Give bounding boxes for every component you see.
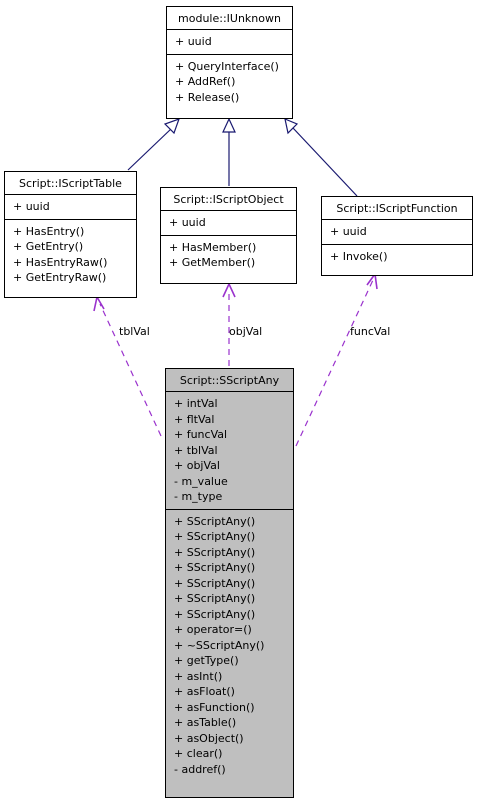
edge-funcval xyxy=(295,279,374,447)
method: + asFloat() xyxy=(174,685,235,698)
class-iunknown-methods: + QueryInterface() + AddRef() + Release(… xyxy=(167,55,292,110)
method: + asObject() xyxy=(174,731,244,745)
method: + SScriptAny() xyxy=(174,576,256,590)
method: + operator=() xyxy=(174,623,252,636)
class-iscriptobject: Script::IScriptObject + uuid + HasMember… xyxy=(160,187,297,284)
method: + Release() xyxy=(175,90,240,104)
edge-iscripttable-inherits-iunknown xyxy=(127,127,173,171)
method: + QueryInterface() xyxy=(175,59,279,73)
class-iunknown-attributes: + uuid xyxy=(167,30,292,55)
method: + asInt() xyxy=(174,669,223,683)
attribute: + uuid xyxy=(175,35,212,48)
class-iscripttable-methods: + HasEntry() + GetEntry() + HasEntryRaw(… xyxy=(5,220,136,290)
class-iunknown-name: module::IUnknown xyxy=(167,7,292,30)
inherit-arrowhead-middle xyxy=(222,117,236,133)
method: + HasEntryRaw() xyxy=(13,255,108,269)
class-sscriptany-attributes: + intVal + fltVal + funcVal + tblVal + o… xyxy=(166,392,293,510)
usage-arrowhead-tblval xyxy=(93,294,105,312)
class-iunknown: module::IUnknown + uuid + QueryInterface… xyxy=(166,6,293,119)
class-iscripttable-name: Script::IScriptTable xyxy=(5,172,136,195)
attribute: + uuid xyxy=(169,216,206,229)
method: + getType() xyxy=(174,654,239,667)
method: + SScriptAny() xyxy=(174,530,256,543)
class-iscriptobject-name: Script::IScriptObject xyxy=(161,188,296,211)
method: + SScriptAny() xyxy=(174,561,256,574)
edge-iscriptfunction-inherits-iunknown xyxy=(292,127,358,197)
class-sscriptany-name: Script::SScriptAny xyxy=(166,369,293,392)
method: + HasMember() xyxy=(169,240,257,254)
edge-label-funcval: funcVal xyxy=(350,325,391,338)
method: + Invoke() xyxy=(330,249,388,263)
class-sscriptany-methods: + SScriptAny() + SScriptAny() + SScriptA… xyxy=(166,510,293,782)
class-iscriptfunction-attributes: + uuid xyxy=(322,220,472,245)
method: + GetEntry() xyxy=(13,240,84,253)
method: + GetMember() xyxy=(169,256,256,269)
edge-label-tblval: tblVal xyxy=(119,325,150,338)
usage-arrowhead-objval xyxy=(222,282,236,298)
attribute: - m_type xyxy=(174,490,223,503)
method: + SScriptAny() xyxy=(174,592,256,605)
edge-label-objval: objVal xyxy=(229,325,263,338)
inheritance-edges xyxy=(127,117,358,197)
method: + asTable() xyxy=(174,716,237,729)
inherit-arrowhead-left xyxy=(163,118,180,135)
method: + SScriptAny() xyxy=(174,514,256,528)
method: + clear() xyxy=(174,747,223,760)
class-iscriptobject-attributes: + uuid xyxy=(161,211,296,236)
attribute: + uuid xyxy=(330,225,367,238)
method: + SScriptAny() xyxy=(174,607,256,621)
attribute: - m_value xyxy=(174,474,228,488)
edge-tblval xyxy=(99,303,162,437)
class-iscriptfunction: Script::IScriptFunction + uuid + Invoke(… xyxy=(321,196,473,276)
attribute: + tblVal xyxy=(174,443,218,457)
method: + ~SScriptAny() xyxy=(174,638,265,652)
attribute: + objVal xyxy=(174,459,220,472)
attribute: + uuid xyxy=(13,200,50,213)
class-iscriptobject-methods: + HasMember() + GetMember() xyxy=(161,236,296,275)
attribute: + funcVal xyxy=(174,428,228,441)
method: + SScriptAny() xyxy=(174,545,256,559)
method: + HasEntry() xyxy=(13,224,85,238)
attribute: + intVal xyxy=(174,397,218,410)
method: - addref() xyxy=(174,762,226,776)
class-iscriptfunction-methods: + Invoke() xyxy=(322,245,472,269)
inherit-arrowhead-right xyxy=(284,118,299,135)
class-sscriptany: Script::SScriptAny + intVal + fltVal + f… xyxy=(165,368,294,798)
class-iscriptfunction-name: Script::IScriptFunction xyxy=(322,197,472,220)
method: + AddRef() xyxy=(175,75,236,88)
class-iscripttable-attributes: + uuid xyxy=(5,195,136,220)
class-iscripttable: Script::IScriptTable + uuid + HasEntry()… xyxy=(4,171,137,298)
method: + asFunction() xyxy=(174,700,255,714)
attribute: + fltVal xyxy=(174,412,215,426)
method: + GetEntryRaw() xyxy=(13,271,107,284)
